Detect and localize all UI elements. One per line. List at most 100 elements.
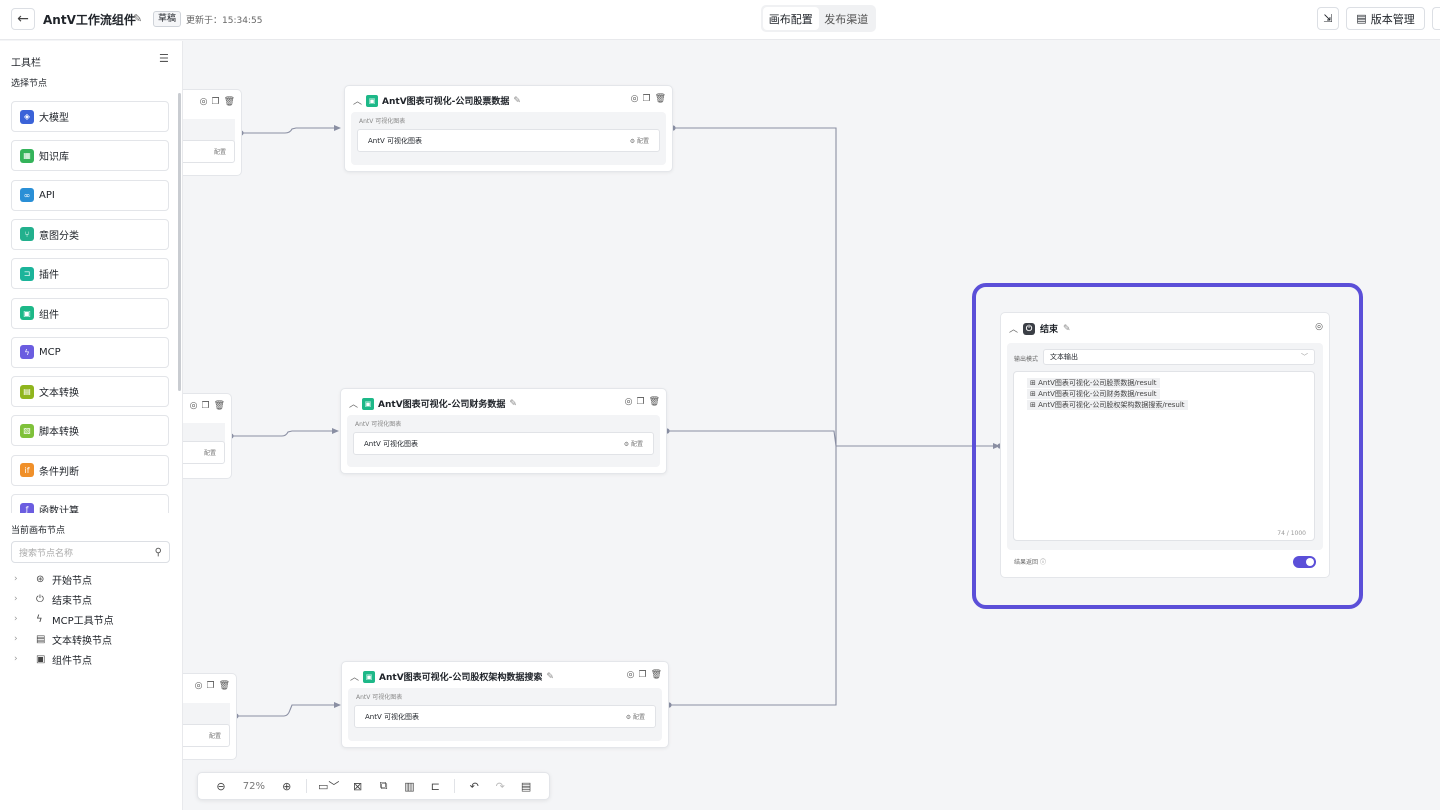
delete-icon[interactable]: 🗑	[654, 94, 666, 104]
settings-icon[interactable]: ◎	[630, 94, 639, 104]
copy-icon[interactable]: ❐	[206, 681, 215, 691]
component-field[interactable]: AntV 可视化图表⚙ 配置	[353, 432, 654, 455]
edit-icon[interactable]: ✎	[546, 671, 554, 682]
knowledge-icon: ▦	[20, 148, 34, 163]
status-badge: 草稿	[153, 11, 182, 27]
component-node-equity[interactable]: ︿▣AntV图表可视化-公司股权架构数据搜索✎ ◎❐🗑 AntV 可视化图表 A…	[341, 661, 669, 748]
history-icon: ▤	[1356, 12, 1367, 25]
zoom-in-icon[interactable]: ⊕	[282, 779, 292, 793]
palette-item-intent[interactable]: ⑂意图分类	[11, 218, 169, 250]
palette-item-api[interactable]: ∞API	[11, 179, 169, 211]
organize-icon[interactable]: ▥	[404, 779, 415, 793]
delete-icon[interactable]: 🗑	[648, 397, 660, 407]
align-icon[interactable]: ⊏	[430, 779, 440, 793]
palette-item-component[interactable]: ▣组件	[11, 297, 169, 329]
copy-icon[interactable]: ❐	[636, 397, 645, 407]
variable-tag[interactable]: ⊞ AntV图表可视化-公司股权架构数据搜索/result	[1027, 400, 1188, 410]
zoom-out-icon[interactable]: ⊖	[216, 779, 226, 793]
delete-icon[interactable]: 🗑	[213, 401, 225, 411]
palette-item-plugin[interactable]: ⊐插件	[11, 258, 169, 290]
config-link[interactable]: ⚙ 配置	[623, 441, 643, 448]
chevron-up-icon[interactable]: ︿	[353, 97, 363, 107]
tree-item-label: 开始节点	[52, 575, 92, 587]
edit-icon[interactable]: ✎	[509, 398, 517, 409]
delete-icon[interactable]: 🗑	[218, 681, 230, 691]
chevron-right-icon[interactable]: ›	[14, 594, 18, 604]
config-link[interactable]: ⚙ 配置	[629, 138, 649, 145]
more-button[interactable]	[1432, 7, 1440, 30]
redo-icon[interactable]: ↷	[495, 779, 505, 793]
version-button[interactable]: ▤版本管理	[1346, 7, 1425, 30]
settings-icon[interactable]: ◎	[194, 681, 203, 691]
plugin-icon: ⊐	[20, 266, 34, 281]
node-title: 结束	[1040, 325, 1059, 335]
settings-icon[interactable]: ◎	[1315, 322, 1323, 332]
config-link[interactable]: 配置	[171, 441, 225, 464]
settings-icon[interactable]: ◎	[189, 401, 198, 411]
tab-canvas-config[interactable]: 画布配置	[763, 7, 819, 30]
auto-layout-icon[interactable]: ⧉	[379, 779, 388, 792]
undo-icon[interactable]: ↶	[469, 779, 479, 793]
settings-icon[interactable]: ◎	[624, 397, 633, 407]
edit-icon[interactable]: ✎	[1063, 323, 1071, 334]
edit-icon[interactable]: ✎	[513, 95, 521, 106]
return-result-toggle[interactable]	[1293, 556, 1316, 568]
copy-icon[interactable]: ❐	[638, 670, 647, 680]
chevron-right-icon[interactable]: ›	[14, 614, 18, 624]
variable-tag[interactable]: ⊞ AntV图表可视化-公司股票数据/result	[1027, 378, 1160, 388]
component-field[interactable]: AntV 可视化图表⚙ 配置	[354, 705, 656, 728]
copy-icon[interactable]: ❐	[642, 94, 651, 104]
palette-item-knowledge[interactable]: ▦知识库	[11, 140, 169, 172]
version-button-label: 版本管理	[1370, 12, 1415, 26]
variable-tag[interactable]: ⊞ AntV图表可视化-公司财务数据/result	[1027, 389, 1160, 399]
power-icon: ⏻	[36, 593, 44, 605]
chevron-right-icon[interactable]: ›	[14, 634, 18, 644]
component-field[interactable]: AntV 可视化图表⚙ 配置	[357, 129, 660, 152]
output-template-editor[interactable]: ⊞ AntV图表可视化-公司股票数据/result ⊞ AntV图表可视化-公司…	[1013, 371, 1315, 541]
copy-icon[interactable]: ❐	[211, 97, 220, 107]
menu-collapse-icon[interactable]: ☰	[159, 52, 169, 65]
copy-icon[interactable]: ❐	[201, 401, 210, 411]
chevron-up-icon[interactable]: ︿	[349, 400, 359, 410]
component-node-stock[interactable]: ︿▣AntV图表可视化-公司股票数据✎ ◎❐🗑 AntV 可视化图表 AntV …	[344, 85, 673, 172]
comment-icon[interactable]: ▤	[520, 779, 532, 793]
chevron-up-icon[interactable]: ︿	[1009, 325, 1019, 335]
tree-item[interactable]: ›▤文本转换节点	[14, 629, 114, 649]
chevron-right-icon[interactable]: ›	[14, 654, 18, 664]
palette-scrollbar[interactable]	[178, 93, 181, 391]
tree-item[interactable]: ›⊛开始节点	[14, 569, 114, 589]
edit-title-icon[interactable]: ✎	[133, 12, 143, 25]
chevron-right-icon[interactable]: ›	[14, 574, 18, 584]
palette-item-script[interactable]: ▧脚本转换	[11, 415, 169, 447]
tree-item[interactable]: ›⏻结束节点	[14, 589, 114, 609]
palette-item-model[interactable]: ◈大模型	[11, 101, 169, 132]
help-icon[interactable]: ⓘ	[1039, 559, 1046, 566]
chevron-up-icon[interactable]: ︿	[350, 673, 360, 683]
config-link[interactable]: 配置	[171, 724, 230, 747]
settings-icon[interactable]: ◎	[199, 97, 208, 107]
palette-item-label: 意图分类	[39, 230, 79, 242]
fit-view-icon[interactable]: ⊠	[352, 779, 363, 793]
updated-time: 更新于：15:34:55	[186, 16, 263, 26]
tree-item[interactable]: ›▣组件节点	[14, 649, 114, 669]
tab-publish-channel[interactable]: 发布渠道	[824, 12, 869, 26]
top-bar: ← AntV工作流组件 ✎ 草稿 更新于：15:34:55 画布配置 发布渠道 …	[0, 0, 1440, 40]
palette-item-text-convert[interactable]: ▤文本转换	[11, 376, 169, 408]
tag-label: AntV图表可视化-公司财务数据/result	[1038, 390, 1157, 398]
back-button[interactable]: ←	[11, 8, 35, 30]
delete-icon[interactable]: 🗑	[650, 670, 662, 680]
config-link[interactable]: ⚙ 配置	[625, 714, 645, 721]
collapse-button[interactable]: ⇲	[1317, 7, 1339, 30]
end-node[interactable]: ︿⏻结束✎ ◎ 输出模式 文本输出﹀ ⊞ AntV图表可视化-公司股票数据/re…	[1000, 312, 1330, 578]
node-search-input[interactable]: 搜索节点名称⚲	[11, 541, 170, 563]
settings-icon[interactable]: ◎	[626, 670, 635, 680]
output-mode-select[interactable]: 文本输出﹀	[1043, 349, 1315, 365]
palette-item-label: 组件	[39, 309, 59, 321]
delete-icon[interactable]: 🗑	[223, 97, 235, 107]
component-node-finance[interactable]: ︿▣AntV图表可视化-公司财务数据✎ ◎❐🗑 AntV 可视化图表 AntV …	[340, 388, 667, 474]
interaction-mode-icon[interactable]: ▭﹀	[317, 780, 340, 793]
